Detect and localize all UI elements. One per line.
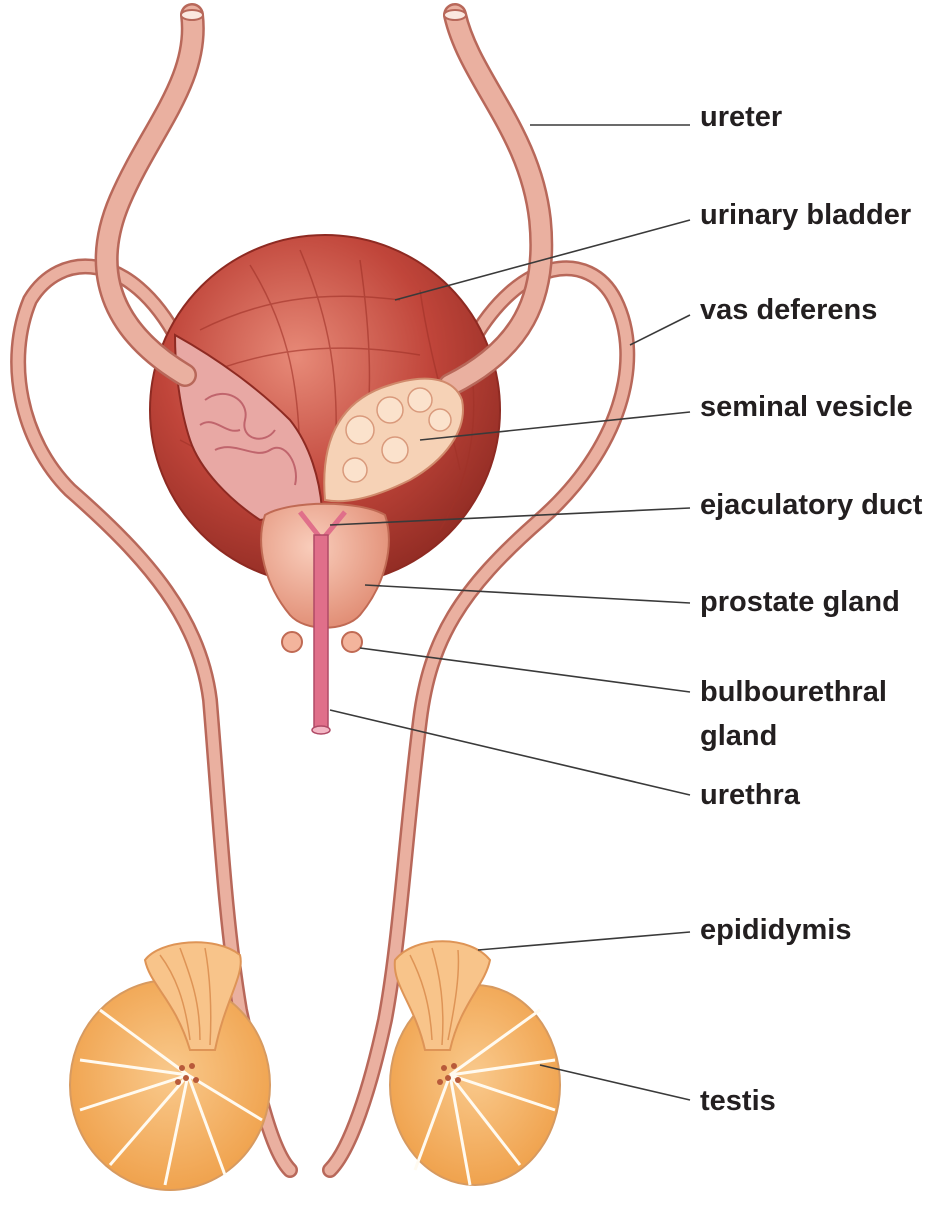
leader-lines — [329, 124, 691, 1101]
vas-deferens-right — [322, 260, 636, 1178]
testis-left — [69, 941, 271, 1191]
label-vas-deferens: vas deferens — [700, 294, 878, 326]
leader-prostate-gland — [364, 584, 691, 604]
label-testis: testis — [700, 1085, 776, 1117]
label-ejaculatory-duct: ejaculatory duct — [700, 489, 923, 521]
leader-urinary-bladder — [394, 219, 691, 301]
label-seminal-vesicle: seminal vesicle — [700, 391, 913, 423]
label-urethra: urethra — [700, 779, 800, 811]
leader-vas-deferens — [629, 314, 691, 346]
bulbourethral-glands — [281, 631, 363, 653]
label-bulbourethral-gland-line1: bulbourethral — [700, 676, 887, 708]
ureter-right — [438, 3, 554, 397]
label-ureter: ureter — [700, 101, 783, 133]
leader-ejaculatory-duct — [329, 507, 691, 526]
ureter-left — [94, 3, 205, 387]
leader-epididymis — [477, 931, 691, 951]
urethra-tube — [311, 534, 331, 735]
label-bulbourethral-gland-line2: gland — [700, 720, 778, 752]
testis-right — [389, 940, 561, 1186]
leader-bulbourethral-gland — [359, 647, 691, 693]
leader-urethra — [329, 709, 691, 796]
label-epididymis: epididymis — [700, 914, 852, 946]
label-urinary-bladder: urinary bladder — [700, 199, 912, 231]
seminal-vesicle — [323, 377, 464, 503]
leader-seminal-vesicle — [419, 411, 691, 441]
label-prostate-gland: prostate gland — [700, 586, 900, 618]
leader-testis — [539, 1064, 691, 1101]
